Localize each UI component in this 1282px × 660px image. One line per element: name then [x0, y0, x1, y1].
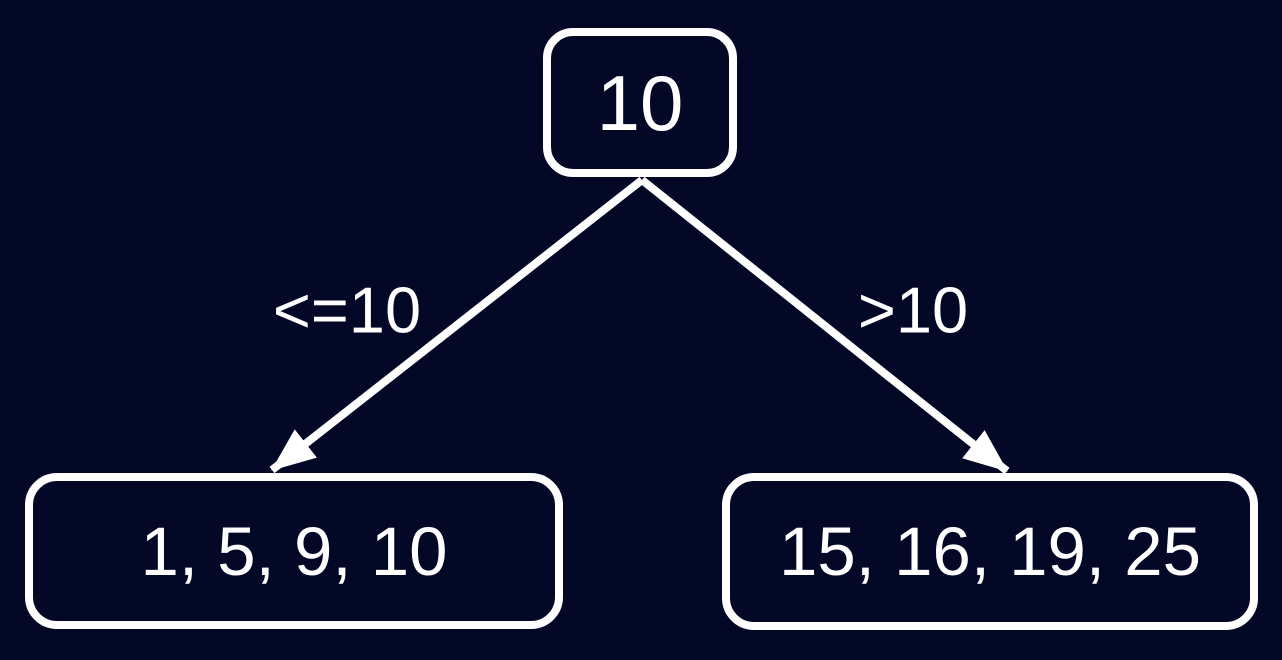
root-node-label: 10	[596, 58, 684, 147]
edge-label-left: <=10	[272, 273, 422, 347]
edge-label-right: >10	[857, 273, 969, 347]
leaf-node-left: 1, 5, 9, 10	[25, 473, 563, 629]
leaf-node-left-label: 1, 5, 9, 10	[140, 512, 448, 590]
leaf-node-right: 15, 16, 19, 25	[722, 473, 1258, 630]
leaf-node-right-label: 15, 16, 19, 25	[778, 513, 1202, 590]
root-node: 10	[543, 28, 737, 177]
